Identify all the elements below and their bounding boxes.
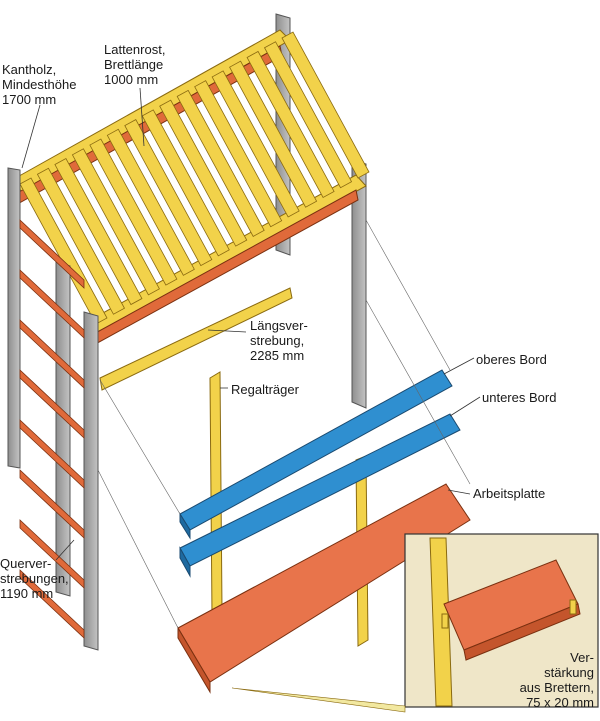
label-laengsverstrebung: Längsver- strebung, 2285 mm xyxy=(250,318,308,363)
slat xyxy=(124,119,213,267)
label-lattenrost: Lattenrost, Brettlänge 1000 mm xyxy=(104,42,166,87)
slat xyxy=(176,89,265,237)
cross-brace xyxy=(19,269,85,339)
slat xyxy=(19,177,108,325)
cross-brace xyxy=(19,469,85,539)
cross-brace xyxy=(19,319,85,389)
label-oberes-bord: oberes Bord xyxy=(476,352,547,367)
label-regaltraeger: Regalträger xyxy=(231,382,299,397)
label-verstaerkung: Ver- stärkung aus Brettern, 75 x 20 mm xyxy=(519,650,594,710)
slat-grid xyxy=(19,31,370,325)
slat xyxy=(36,167,126,315)
assembly-lines xyxy=(97,219,471,629)
label-querverstrebungen: Querver- strebungen, 1190 mm xyxy=(0,556,69,601)
slat xyxy=(54,157,143,306)
cross-brace xyxy=(19,569,85,639)
upper-shelf-edge xyxy=(179,512,191,540)
inset-pointer xyxy=(231,687,406,713)
slat xyxy=(159,99,248,247)
slat xyxy=(71,148,160,296)
slat xyxy=(194,80,283,228)
cross-brace xyxy=(19,219,85,289)
label-kantholz: Kantholz, Mindesthöhe 1700 mm xyxy=(2,62,77,107)
leader-lines xyxy=(21,87,481,561)
slat xyxy=(246,50,335,199)
cross-brace xyxy=(19,419,85,489)
slat xyxy=(141,109,230,257)
detail-inset xyxy=(404,533,599,708)
label-unteres-bord: unteres Bord xyxy=(482,390,557,405)
slat xyxy=(229,60,318,208)
worktop-edge xyxy=(177,626,211,694)
slat xyxy=(106,128,195,276)
label-arbeitsplatte: Arbeitsplatte xyxy=(473,486,546,501)
slat xyxy=(211,70,300,218)
slat xyxy=(263,41,353,189)
slat xyxy=(89,138,178,286)
lower-shelf-edge xyxy=(179,546,191,578)
longitudinal-brace xyxy=(99,287,293,391)
cross-brace xyxy=(19,369,85,439)
slat xyxy=(281,31,370,179)
left-ladder xyxy=(7,167,99,651)
cross-brace xyxy=(19,519,85,589)
